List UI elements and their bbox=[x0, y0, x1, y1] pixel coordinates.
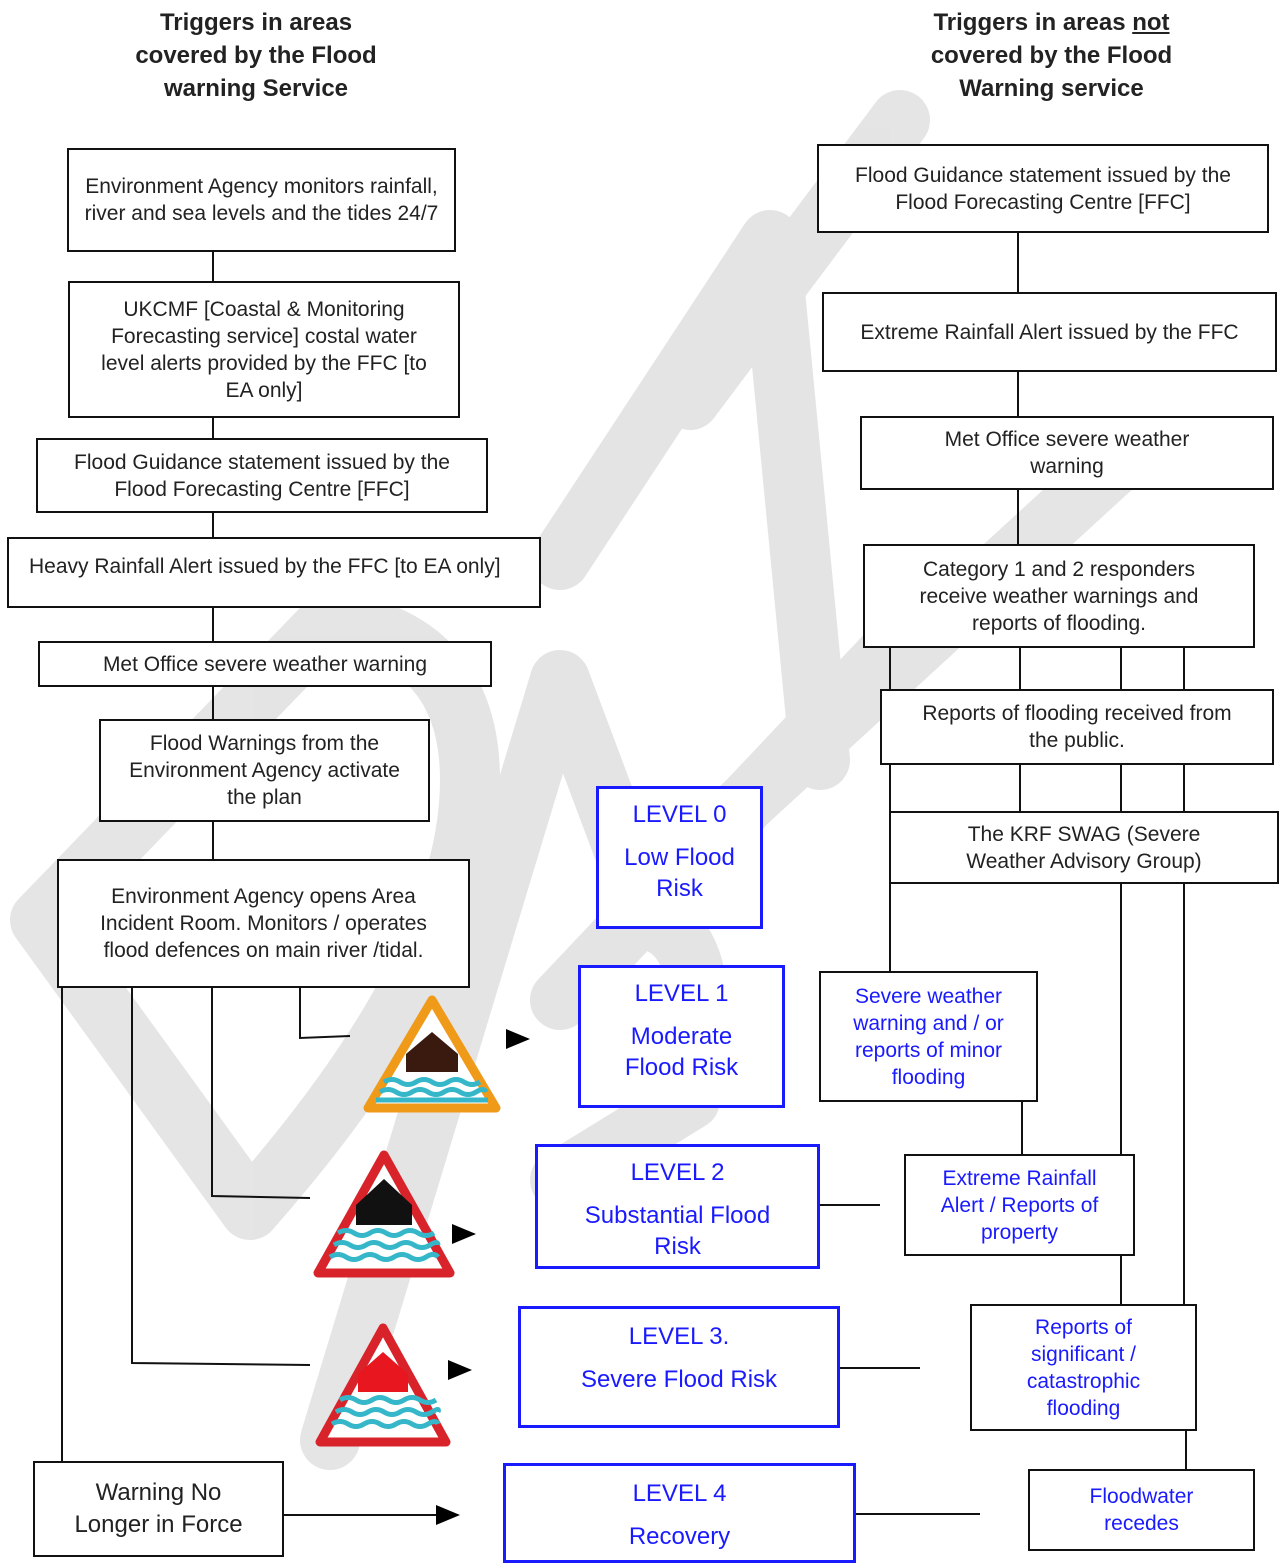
level-0-box: LEVEL 0 Low Flood Risk bbox=[596, 786, 763, 929]
ea-incident-room-box: Environment Agency opens Area Incident R… bbox=[57, 859, 470, 988]
ea-monitors-box: Environment Agency monitors rainfall, ri… bbox=[67, 148, 456, 252]
flood-guidance-box-left: Flood Guidance statement issued by the F… bbox=[36, 438, 488, 513]
floodwater-recedes-box: Floodwater recedes bbox=[1028, 1469, 1255, 1551]
swag-box: The KRF SWAG (Severe Weather Advisory Gr… bbox=[889, 811, 1279, 884]
level-2-title: LEVEL 2 bbox=[630, 1159, 725, 1186]
warning-no-longer-box: Warning No Longer in Force bbox=[33, 1461, 284, 1557]
left-heading-line-1: Triggers in areas bbox=[159, 9, 353, 36]
level-3-box: LEVEL 3. Severe Flood Risk bbox=[518, 1306, 840, 1428]
level-0-desc: Low Flood Risk bbox=[624, 844, 735, 902]
severe-flood-warning-sign-icon bbox=[315, 1323, 451, 1447]
right-heading-line-2: covered by the Flood bbox=[930, 42, 1173, 69]
extreme-rainfall-alert-box: Extreme Rainfall Alert issued by the FFC bbox=[822, 292, 1277, 372]
flood-warning-sign-icon bbox=[313, 1150, 455, 1278]
right-column-heading: Triggers in areas not covered by the Flo… bbox=[880, 6, 1223, 105]
level-1-desc: Moderate Flood Risk bbox=[624, 1023, 739, 1081]
level-1-box: LEVEL 1 Moderate Flood Risk bbox=[578, 965, 785, 1108]
level-4-title: LEVEL 4 bbox=[632, 1480, 727, 1507]
left-heading-line-3: warning Service bbox=[163, 75, 349, 102]
ukcmf-box: UKCMF [Coastal & Monitoring Forecasting … bbox=[68, 281, 460, 418]
left-heading-line-2: covered by the Flood bbox=[135, 42, 377, 69]
level-0-title: LEVEL 0 bbox=[632, 801, 727, 828]
category-responders-box: Category 1 and 2 responders receive weat… bbox=[863, 544, 1255, 648]
level-4-desc: Recovery bbox=[628, 1523, 731, 1550]
minor-flooding-box: Severe weather warning and / or reports … bbox=[819, 971, 1038, 1102]
flood-alert-sign-icon bbox=[363, 995, 501, 1113]
met-office-box-left: Met Office severe weather warning bbox=[38, 641, 492, 687]
flood-warnings-box: Flood Warnings from the Environment Agen… bbox=[99, 719, 430, 822]
right-heading-line-1-text: Triggers in areas bbox=[933, 9, 1133, 36]
significant-flooding-box: Reports of significant / catastrophic fl… bbox=[970, 1304, 1197, 1431]
right-heading-not: not bbox=[1132, 9, 1170, 36]
public-reports-box: Reports of flooding received from the pu… bbox=[880, 689, 1274, 765]
flood-guidance-box-right: Flood Guidance statement issued by the F… bbox=[817, 144, 1269, 233]
heavy-rainfall-box: Heavy Rainfall Alert issued by the FFC [… bbox=[7, 537, 541, 608]
level-2-box: LEVEL 2 Substantial Flood Risk bbox=[535, 1144, 820, 1269]
level-3-title: LEVEL 3. bbox=[628, 1323, 730, 1350]
right-heading-line-1: Triggers in areas not bbox=[880, 6, 1223, 39]
right-heading-line-3: Warning service bbox=[959, 75, 1144, 102]
level-4-box: LEVEL 4 Recovery bbox=[503, 1463, 856, 1563]
met-office-box-right: Met Office severe weather warning bbox=[860, 416, 1274, 490]
level-1-title: LEVEL 1 bbox=[634, 980, 729, 1007]
extreme-property-box: Extreme Rainfall Alert / Reports of prop… bbox=[904, 1154, 1135, 1256]
level-2-desc: Substantial Flood Risk bbox=[584, 1202, 771, 1260]
level-3-desc: Severe Flood Risk bbox=[580, 1366, 778, 1393]
left-column-heading: Triggers in areas covered by the Flood w… bbox=[96, 6, 416, 105]
